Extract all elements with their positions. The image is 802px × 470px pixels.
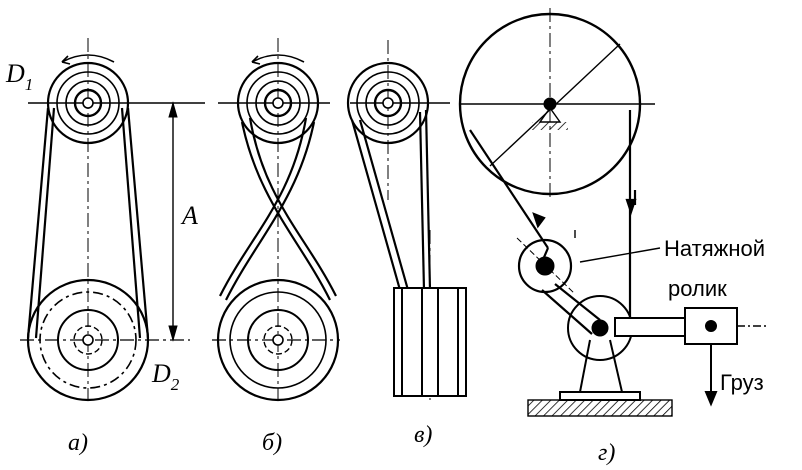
tensioner-arm (541, 283, 601, 335)
load-lever (614, 307, 768, 407)
tension-roller (516, 230, 576, 295)
pivot-support (527, 295, 673, 417)
caption-v: в) (414, 422, 432, 448)
caption-a: а) (68, 430, 88, 456)
large-pulley (26, 278, 150, 402)
small-pulley (346, 61, 430, 145)
labels: D1 D2 A Натяжной ролик Груз а) б) в) г) (5, 59, 765, 466)
large-pulley (458, 8, 655, 200)
small-pulley (236, 61, 320, 145)
open-belt-drive (20, 38, 205, 402)
label-tension-roller-line2: ролик (668, 276, 727, 301)
label-load: Груз (720, 370, 764, 395)
belt (469, 110, 637, 332)
wide-pulley (393, 287, 467, 397)
tensioner-belt-drive (458, 8, 768, 417)
large-pulley (216, 278, 340, 402)
label-d2: D2 (151, 359, 180, 394)
offset-belt-drive (346, 40, 467, 400)
label-d1: D1 (5, 59, 33, 94)
belt (219, 117, 337, 301)
belt (26, 107, 150, 339)
label-tension-roller-line1: Натяжной (664, 236, 765, 261)
small-pulley (46, 61, 130, 145)
crossed-belt-drive (212, 38, 340, 402)
label-a: A (180, 201, 198, 230)
caption-g: г) (598, 440, 615, 466)
center-distance-dimension (168, 101, 178, 342)
caption-b: б) (262, 430, 282, 456)
belt (350, 109, 432, 291)
